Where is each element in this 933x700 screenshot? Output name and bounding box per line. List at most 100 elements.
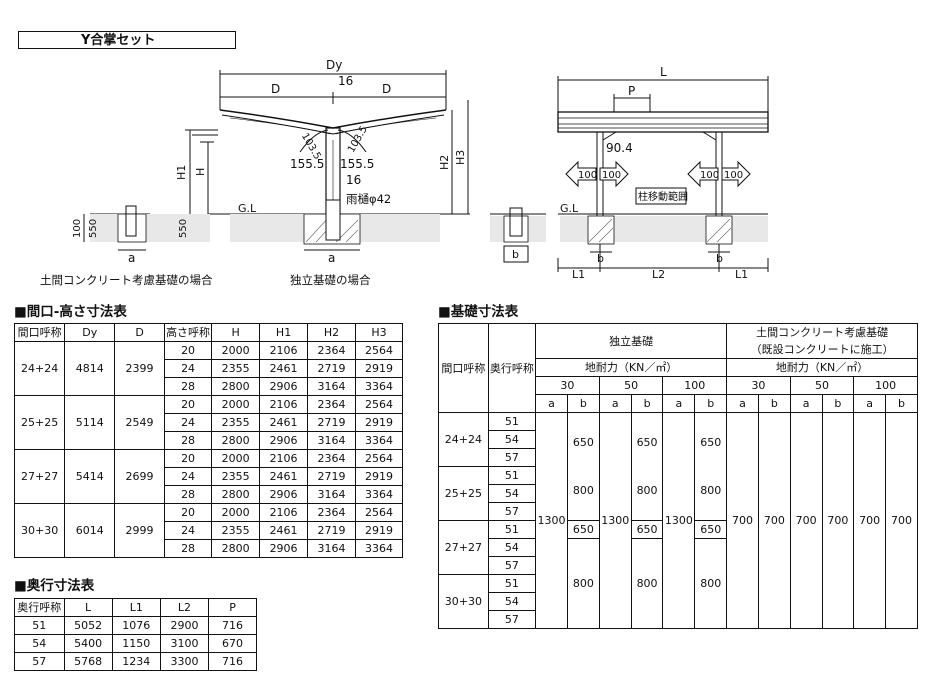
value-cell: 2000	[211, 503, 261, 522]
ab-a-cell: a	[853, 394, 887, 413]
h3-label: H3	[454, 150, 467, 165]
depth-cell: 51	[487, 520, 537, 539]
ab-a-cell: a	[789, 394, 823, 413]
table-row: 57	[439, 502, 918, 521]
depth-cell: 51	[487, 574, 537, 593]
value-cell: 2919	[354, 467, 404, 486]
caption-left: 土間コンクリート考慮基礎の場合	[40, 273, 213, 287]
depth-cell: 54	[487, 592, 537, 611]
value-cell: 2564	[354, 341, 404, 360]
concrete-value-cell: 700	[853, 412, 887, 629]
b-left-label: b	[597, 252, 604, 265]
value-cell: 2719	[307, 467, 356, 486]
concrete-value-cell: 700	[789, 412, 823, 629]
b-value-650: 650	[572, 436, 594, 449]
top-16-label: 16	[338, 74, 353, 88]
depth-cell: 51	[487, 466, 537, 485]
value-cell: 20	[163, 395, 213, 414]
caption-right: 独立基礎の場合	[290, 273, 371, 287]
size-header: Dy	[64, 323, 116, 342]
b-value-800: 800	[636, 484, 658, 497]
value-cell: 716	[208, 652, 257, 671]
value-cell: 2000	[211, 449, 261, 468]
value-cell: 670	[208, 634, 257, 653]
page-title: Y合掌セット	[18, 31, 236, 49]
concrete-header-2: （既設コンクリートに施工）	[726, 341, 918, 359]
l1-left-label: L1	[572, 268, 585, 281]
value-cell: 3100	[159, 634, 210, 653]
value-cell: 24	[163, 467, 213, 486]
b-value-cell: 650	[566, 520, 600, 539]
frontage-cell: 25+25	[438, 466, 489, 521]
d-cell: 2549	[114, 395, 165, 450]
load-50: 50	[598, 376, 664, 395]
value-cell: 3300	[159, 652, 210, 671]
value-cell: 2800	[211, 431, 261, 450]
w-left-label: 155.5	[290, 157, 324, 171]
load-50: 50	[789, 376, 855, 395]
value-cell: 20	[163, 503, 213, 522]
load-30: 30	[535, 376, 600, 395]
h1-label: H1	[175, 165, 188, 180]
value-cell: 2719	[307, 413, 356, 432]
a-value-cell: 1300	[535, 412, 568, 629]
value-cell: 2919	[354, 359, 404, 378]
side-elevation-diagram: L P 90.4 100 100 100 100 柱移動範囲 G.L b b b…	[490, 65, 769, 281]
value-cell: 2906	[259, 431, 309, 450]
value-cell: 2461	[259, 413, 309, 432]
front-elevation-diagram: Dy 16 D D 103.5 103.5 155.5 155.5 16 雨樋φ…	[40, 58, 470, 287]
frontage-cell: 24+24	[438, 412, 489, 467]
arrow-100-r2: 100	[724, 170, 743, 181]
foundation-table: 間口呼称 奥行呼称 独立基礎 土間コンクリート考慮基礎 （既設コンクリートに施工…	[438, 323, 918, 629]
l2-label: L2	[652, 268, 665, 281]
value-cell: 1234	[111, 652, 161, 671]
dy-cell: 6014	[64, 503, 116, 558]
concrete-value-cell: 700	[821, 412, 855, 629]
ab-b-cell: b	[566, 394, 600, 413]
h2-label: H2	[438, 155, 451, 170]
post-move-label: 柱移動範囲	[638, 190, 688, 203]
dy-cell: 5114	[64, 395, 116, 450]
value-cell: 2364	[307, 503, 356, 522]
table-row: 54	[439, 484, 918, 503]
value-cell: 2906	[259, 539, 309, 558]
value-cell: 2461	[259, 521, 309, 540]
value-cell: 54	[14, 634, 65, 653]
value-cell: 5052	[63, 616, 113, 635]
bearing-header-left: 地耐力（KN／㎡）	[535, 358, 728, 377]
depth-table-heading: ■奥行寸法表	[14, 578, 95, 594]
depth-cell: 54	[487, 538, 537, 557]
value-cell: 3164	[307, 485, 356, 504]
size-header: 間口呼称	[13, 323, 66, 342]
value-cell: 2106	[259, 503, 309, 522]
value-cell: 28	[163, 431, 213, 450]
dim-100-label: 100	[72, 219, 83, 238]
value-cell: 2800	[211, 485, 261, 504]
ab-b-cell: b	[630, 394, 664, 413]
value-cell: 5400	[63, 634, 113, 653]
depth-header: 奥行呼称	[14, 598, 65, 617]
value-cell: 2800	[211, 539, 261, 558]
concrete-value-cell: 700	[726, 412, 759, 629]
value-cell: 57	[14, 652, 65, 671]
p-label: P	[628, 84, 635, 98]
depth-header: L2	[159, 598, 210, 617]
d-left-label: D	[271, 82, 280, 96]
value-cell: 5768	[63, 652, 113, 671]
value-cell: 20	[163, 341, 213, 360]
value-cell: 2106	[259, 395, 309, 414]
concrete-header-1: 土間コンクリート考慮基礎	[726, 323, 918, 341]
